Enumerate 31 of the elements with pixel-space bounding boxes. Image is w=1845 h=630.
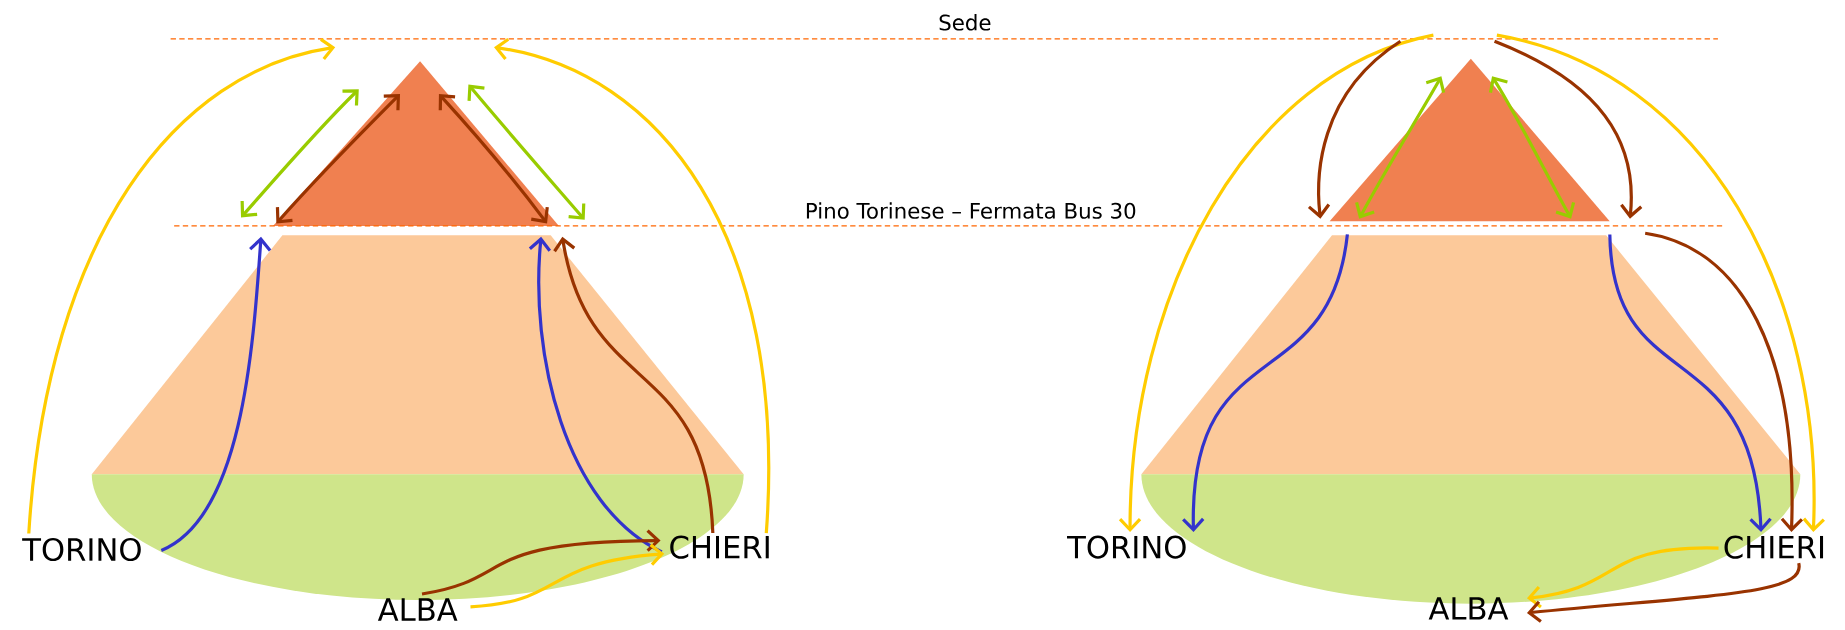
arrow <box>494 38 771 534</box>
arrow <box>1118 33 1434 533</box>
arrow <box>160 237 272 553</box>
arrow <box>1307 40 1402 219</box>
arrow <box>27 38 336 534</box>
arrow <box>470 543 665 609</box>
arrow <box>1182 234 1349 533</box>
arrow <box>1644 231 1804 533</box>
place-label: CHIERI <box>670 535 769 559</box>
arrow <box>421 529 661 596</box>
triangle-shape <box>273 61 559 227</box>
level-label: Pino Torinese – Fermata Bus 30 <box>803 201 1138 221</box>
arrow <box>467 84 586 221</box>
place-label: CHIERI <box>1724 535 1824 559</box>
arrow <box>438 94 549 224</box>
arrow <box>1608 234 1772 533</box>
arrow <box>1526 546 1719 609</box>
arrow <box>275 94 401 224</box>
arrow <box>240 89 359 218</box>
arrow <box>1496 33 1825 533</box>
arrow <box>1355 76 1446 219</box>
triangle-shape <box>1329 59 1610 222</box>
arrow <box>528 237 663 554</box>
place-label: ALBA <box>1428 597 1509 620</box>
arrow <box>1526 563 1801 624</box>
place-label: ALBA <box>377 598 458 621</box>
level-label: Sede <box>936 13 993 33</box>
place-label: TORINO <box>1067 535 1186 559</box>
arrow <box>1488 76 1576 219</box>
arrow <box>1493 40 1643 219</box>
place-label: TORINO <box>22 538 141 562</box>
